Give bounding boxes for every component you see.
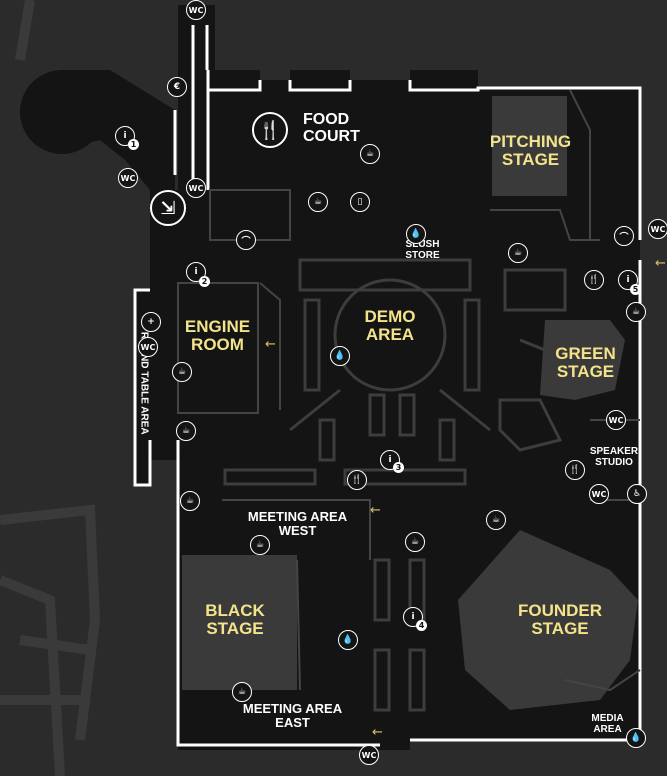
outside-paths [0, 0, 101, 776]
pitching-stage-label: PITCHING STAGE [489, 132, 572, 169]
stage-blocks [182, 96, 638, 710]
entrance-arrow: ← [370, 503, 381, 518]
food-court-label: FOOD COURT [303, 111, 360, 145]
food-icon[interactable]: 🍴 [584, 270, 604, 290]
meeting-area-east-label: MEETING AREA EAST [242, 701, 343, 730]
coffee-icon[interactable]: ☕ [486, 510, 506, 530]
entrance-arrow: ← [372, 725, 383, 740]
info-number: 5 [630, 284, 641, 295]
coffee-icon[interactable]: ☕ [308, 192, 328, 212]
cloakroom-icon[interactable]: ⌒ [614, 226, 634, 246]
food-icon[interactable]: 🍴 [347, 470, 367, 490]
wc-icon[interactable]: WC [359, 745, 379, 765]
coffee-icon[interactable]: ☕ [360, 144, 380, 164]
info-number: 3 [393, 462, 404, 473]
entrance-arrow: ← [655, 256, 666, 271]
coffee-icon[interactable]: ☕ [176, 421, 196, 441]
charging-icon[interactable]: ▯ [350, 192, 370, 212]
water-icon[interactable]: 💧 [330, 346, 350, 366]
coffee-icon[interactable]: ☕ [232, 682, 252, 702]
euro-icon[interactable]: € [167, 77, 187, 97]
food-icon[interactable]: 🍴 [565, 460, 585, 480]
pitching-stage-block [492, 96, 567, 196]
wc-icon[interactable]: WC [186, 178, 206, 198]
store-icon[interactable]: 💧 [406, 224, 426, 244]
info-number: 1 [128, 139, 139, 150]
engine-room-label: ENGINE ROOM [184, 317, 251, 354]
coffee-icon[interactable]: ☕ [405, 532, 425, 552]
green-stage-block [540, 320, 625, 400]
wc-icon[interactable]: WC [118, 168, 138, 188]
food-court-icon[interactable]: 🍴 [252, 112, 288, 148]
water-icon[interactable]: 💧 [338, 630, 358, 650]
coffee-icon[interactable]: ☕ [180, 491, 200, 511]
media-area-label: MEDIA AREA [591, 713, 624, 735]
cloakroom-icon[interactable]: ⌒ [236, 230, 256, 250]
wc-icon[interactable]: WC [138, 337, 158, 357]
coffee-icon[interactable]: ☕ [508, 243, 528, 263]
speaker-studio-label: SPEAKER STUDIO [589, 446, 639, 468]
founder-stage-block [458, 530, 638, 710]
water-icon[interactable]: 💧 [626, 728, 646, 748]
black-stage-block [182, 555, 297, 690]
slush-store-label: SLUSH STORE [405, 239, 440, 261]
wc-icon[interactable]: WC [589, 484, 609, 504]
wc-icon[interactable]: WC [648, 219, 667, 239]
info-number: 2 [199, 276, 210, 287]
coffee-icon[interactable]: ☕ [250, 535, 270, 555]
wc-icon[interactable]: WC [606, 410, 626, 430]
founder-stage-label: FOUNDER STAGE [517, 601, 603, 638]
entrance-arrow: ← [265, 337, 276, 352]
stairs-icon[interactable]: ⇲ [150, 190, 186, 226]
coffee-icon[interactable]: ☕ [172, 362, 192, 382]
first-aid-icon[interactable]: + [141, 312, 161, 332]
accessible-icon[interactable]: ♿ [627, 484, 647, 504]
demo-area-label: DEMO AREA [364, 307, 416, 344]
meeting-area-west-label: MEETING AREA WEST [247, 509, 348, 538]
coffee-icon[interactable]: ☕ [626, 302, 646, 322]
info-number: 4 [416, 620, 427, 631]
black-stage-label: BLACK STAGE [205, 601, 265, 638]
demo-area-furniture [223, 258, 567, 712]
wc-icon[interactable]: WC [186, 0, 206, 20]
green-stage-label: GREEN STAGE [555, 344, 616, 381]
